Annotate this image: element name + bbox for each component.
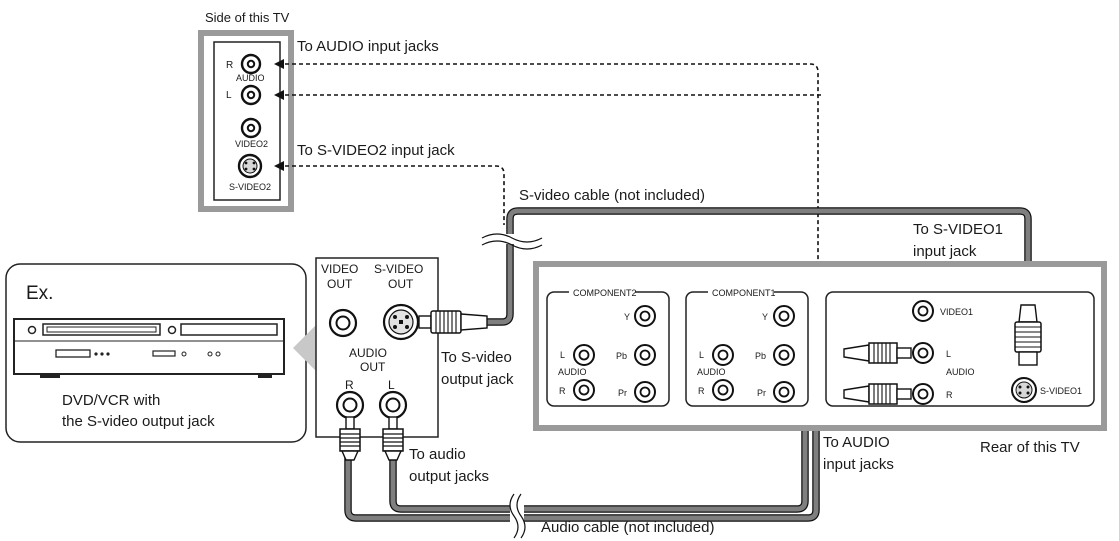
label-to-svideo2-input-jack: To S-VIDEO2 input jack — [297, 142, 455, 159]
side-jack-audio-label: AUDIO — [236, 73, 265, 83]
svideo-out-label-1: S-VIDEO — [374, 262, 423, 276]
device-pointer — [293, 322, 319, 374]
device-svideo-out-jack[interactable] — [382, 303, 420, 341]
audio-out-label-1: AUDIO — [349, 346, 387, 360]
label-rear-of-tv: Rear of this TV — [980, 439, 1080, 456]
svideo1-jack[interactable] — [1011, 377, 1037, 403]
video-out-label-2: OUT — [327, 277, 353, 291]
svideo-cable — [487, 208, 1031, 325]
video1-label: VIDEO1 — [940, 307, 973, 317]
component2-l-label: L — [560, 350, 565, 360]
dashed-arrowheads — [274, 59, 284, 171]
label-to-svideo1-line1: To S-VIDEO1 — [913, 221, 1003, 238]
device-caption-line2: the S-video output jack — [62, 413, 215, 430]
side-jack-video2-label: VIDEO2 — [235, 139, 268, 149]
label-audio-cable: Audio cable (not included) — [541, 519, 714, 536]
device-caption-line1: DVD/VCR with — [62, 392, 160, 409]
component1-pr-jack[interactable] — [773, 381, 795, 403]
rear-audio-r-plug — [843, 383, 912, 405]
device-audio-l-jack[interactable] — [378, 390, 408, 420]
label-to-audio-output-line2: output jacks — [409, 468, 489, 485]
label-to-audio-input-line1: To AUDIO — [823, 434, 890, 451]
dvd-vcr-icon — [13, 318, 285, 378]
component2-r-label: R — [559, 386, 566, 396]
component2-audio-r-jack[interactable] — [573, 379, 595, 401]
component1-r-label: R — [698, 386, 705, 396]
audio-out-l-label: L — [388, 378, 395, 392]
audio-cable-break — [509, 493, 526, 539]
side-audio-r-jack[interactable] — [240, 53, 262, 75]
component1-audio-label: AUDIO — [697, 367, 726, 377]
svideo-cable-break — [481, 233, 543, 250]
label-to-svideo-output-line1: To S-video — [441, 349, 512, 366]
svideo-out-label-2: OUT — [388, 277, 414, 291]
component2-y-label: Y — [624, 312, 630, 322]
component1-y-label: Y — [762, 312, 768, 322]
component2-y-jack[interactable] — [634, 305, 656, 327]
component2-label: COMPONENT2 — [573, 288, 637, 298]
svideo1-label: S-VIDEO1 — [1040, 386, 1082, 396]
video-out-label-1: VIDEO — [321, 262, 358, 276]
device-example-label: Ex. — [26, 283, 53, 304]
side-panel-title: Side of this TV — [205, 10, 290, 25]
component1-pb-jack[interactable] — [773, 344, 795, 366]
component1-label: COMPONENT1 — [712, 288, 776, 298]
label-to-svideo1-line2: input jack — [913, 243, 977, 260]
video1-jack[interactable] — [912, 300, 934, 322]
label-to-audio-input-jacks: To AUDIO input jacks — [297, 38, 439, 55]
component1-y-jack[interactable] — [773, 305, 795, 327]
rear-svideo-plug — [1014, 304, 1042, 366]
label-svideo-cable: S-video cable (not included) — [519, 187, 705, 204]
component1-pr-label: Pr — [757, 388, 766, 398]
side-audio-l-jack[interactable] — [240, 84, 262, 106]
component1-audio-l-jack[interactable] — [712, 344, 734, 366]
device-audio-r-jack[interactable] — [335, 390, 365, 420]
rear-audio-label: AUDIO — [946, 367, 975, 377]
side-jack-l-label: L — [226, 90, 232, 101]
component1-audio-r-jack[interactable] — [712, 379, 734, 401]
rear-audio-l-jack[interactable] — [912, 342, 934, 364]
audio-out-r-label: R — [345, 378, 354, 392]
rear-audio-l-plug — [843, 342, 912, 364]
label-to-svideo-output-line2: output jack — [441, 371, 514, 388]
device-audio-r-plug — [339, 416, 361, 461]
side-video2-jack[interactable] — [240, 117, 262, 139]
side-svideo2-jack[interactable] — [237, 153, 263, 179]
dashed-audio-arrows — [278, 63, 823, 370]
component2-pb-jack[interactable] — [634, 344, 656, 366]
device-svideo-plug — [418, 310, 488, 334]
rear-audio-r-label: R — [946, 390, 953, 400]
component2-pr-jack[interactable] — [634, 381, 656, 403]
device-video-out-jack[interactable] — [328, 308, 358, 338]
audio-out-label-2: OUT — [360, 360, 386, 374]
component2-audio-label: AUDIO — [558, 367, 587, 377]
component2-audio-l-jack[interactable] — [573, 344, 595, 366]
component2-pr-label: Pr — [618, 388, 627, 398]
component1-pb-label: Pb — [755, 351, 766, 361]
side-jack-r-label: R — [226, 60, 233, 71]
component2-pb-label: Pb — [616, 351, 627, 361]
rear-audio-r-jack[interactable] — [912, 383, 934, 405]
rear-audio-l-label: L — [946, 349, 951, 359]
side-jack-svideo2-label: S-VIDEO2 — [229, 182, 271, 192]
label-to-audio-input-line2: input jacks — [823, 456, 894, 473]
label-to-audio-output-line1: To audio — [409, 446, 466, 463]
device-audio-l-plug — [382, 416, 404, 461]
component1-l-label: L — [699, 350, 704, 360]
